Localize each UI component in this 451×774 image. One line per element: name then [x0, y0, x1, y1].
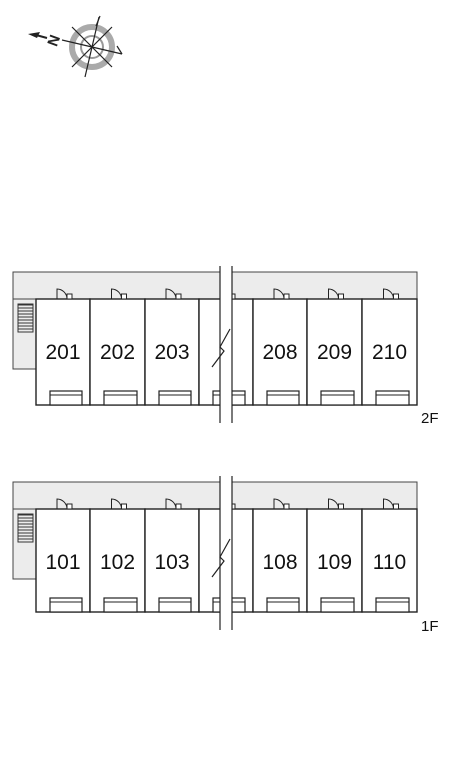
unit-outline [89, 508, 146, 613]
floor-1f: 101 102 103 108 109 110 1F [12, 476, 439, 635]
door-icon [273, 288, 290, 300]
unit-110: 110 [361, 498, 418, 613]
balcony [158, 597, 192, 613]
unit-label: 209 [317, 341, 352, 364]
unit-label: 103 [154, 551, 189, 574]
unit-103: 103 [144, 498, 200, 613]
unit-label: 203 [154, 341, 189, 364]
unit-outline [361, 508, 418, 613]
floor-2f: 201 202 203 208 209 210 2F [12, 266, 439, 427]
break-symbol-icon [211, 266, 233, 423]
unit-label: 101 [45, 551, 80, 574]
balcony [320, 390, 355, 406]
compass-rose-icon: N [28, 15, 123, 78]
floor-label: 1F [421, 618, 439, 635]
balcony [103, 597, 138, 613]
balcony [375, 597, 410, 613]
balcony [49, 390, 83, 406]
balcony [375, 390, 410, 406]
unit-label: 108 [262, 551, 297, 574]
unit-label: 102 [100, 551, 135, 574]
unit-outline [361, 298, 418, 406]
unit-109: 109 [306, 498, 363, 613]
unit-outline [35, 298, 91, 406]
door-icon [165, 498, 182, 510]
balcony [103, 390, 138, 406]
floor-label: 2F [421, 410, 439, 427]
unit-outline [306, 508, 363, 613]
door-icon [56, 498, 73, 510]
unit-outline [306, 298, 363, 406]
stairs-icon [17, 513, 34, 543]
balcony [320, 597, 355, 613]
door-icon [328, 288, 344, 300]
balcony [266, 597, 300, 613]
break-symbol-icon [211, 476, 233, 630]
unit-209: 209 [306, 288, 363, 406]
unit-label: 201 [45, 341, 80, 364]
door-icon [165, 288, 182, 300]
unit-102: 102 [89, 498, 146, 613]
north-arrow-icon [28, 32, 40, 38]
unit-label: 210 [372, 341, 407, 364]
door-icon [383, 498, 399, 510]
door-icon [56, 288, 73, 300]
stairs-icon [17, 303, 34, 333]
balcony [49, 597, 83, 613]
door-icon [111, 288, 127, 300]
unit-208: 208 [252, 288, 308, 406]
unit-101: 101 [35, 498, 91, 613]
balcony [158, 390, 192, 406]
compass-north-letter: N [44, 33, 64, 49]
door-icon [111, 498, 127, 510]
unit-108: 108 [252, 498, 308, 613]
unit-210: 210 [361, 288, 418, 406]
unit-label: 202 [100, 341, 135, 364]
unit-label: 109 [317, 551, 352, 574]
unit-label: 110 [373, 551, 406, 574]
floors-layer: 201 202 203 208 209 210 2F 101 102 103 108 109 110 1F [12, 266, 439, 635]
unit-outline [89, 298, 146, 406]
door-icon [383, 288, 399, 300]
balcony [266, 390, 300, 406]
unit-outline [252, 508, 308, 613]
unit-outline [144, 298, 200, 406]
unit-202: 202 [89, 288, 146, 406]
unit-outline [35, 508, 91, 613]
unit-203: 203 [144, 288, 200, 406]
unit-201: 201 [35, 288, 91, 406]
door-icon [273, 498, 290, 510]
unit-outline [252, 298, 308, 406]
door-icon [328, 498, 344, 510]
unit-label: 208 [262, 341, 297, 364]
